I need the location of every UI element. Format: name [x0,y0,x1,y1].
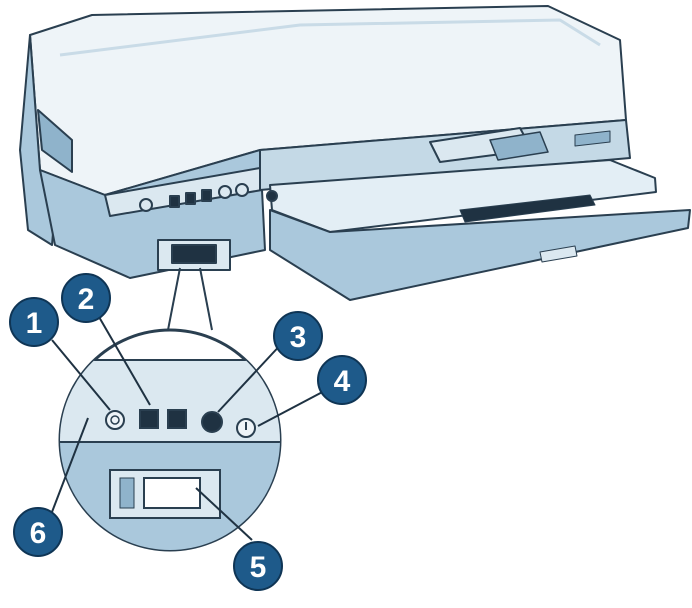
photo-button [139,409,159,429]
zoom-leader [167,267,213,331]
input-tray [269,209,691,301]
paper-guide-lever [489,131,549,161]
power-button [105,410,125,430]
cancel-button [201,411,223,433]
callout-4: 4 [317,355,367,405]
strip-button-4 [201,189,212,202]
printer-side-vent [37,109,73,173]
callout-pointers [51,309,331,541]
svg-text:5: 5 [250,551,267,584]
callout-2: 2 [61,273,111,323]
paper-status-light [83,403,95,415]
callout-5: 5 [233,541,283,591]
svg-text:3: 3 [290,321,307,354]
strip-button-7 [266,190,278,202]
strip-button-5 [218,185,232,199]
output-tray-slot [459,194,596,223]
input-tray-handle [539,245,578,263]
strip-button-6 [235,183,249,197]
magnified-panel [58,328,282,552]
svg-text:2: 2 [78,283,95,316]
strip-button-3 [185,192,196,205]
strip-button-1 [139,198,153,212]
svg-text:6: 6 [30,517,47,550]
printer-brand-plate [574,130,611,147]
svg-text:1: 1 [26,307,43,340]
body-display-screen [171,244,217,264]
callout-1: 1 [9,297,59,347]
printer-cover-highlight [59,18,601,57]
callout-3: 3 [273,311,323,361]
display-screen [143,477,201,509]
printer-illustration [19,5,691,301]
callout-badges: 1 2 3 4 5 6 [9,273,367,591]
strip-button-2 [169,195,180,208]
print-button [167,409,187,429]
callout-6: 6 [13,507,63,557]
svg-text:4: 4 [334,365,351,398]
